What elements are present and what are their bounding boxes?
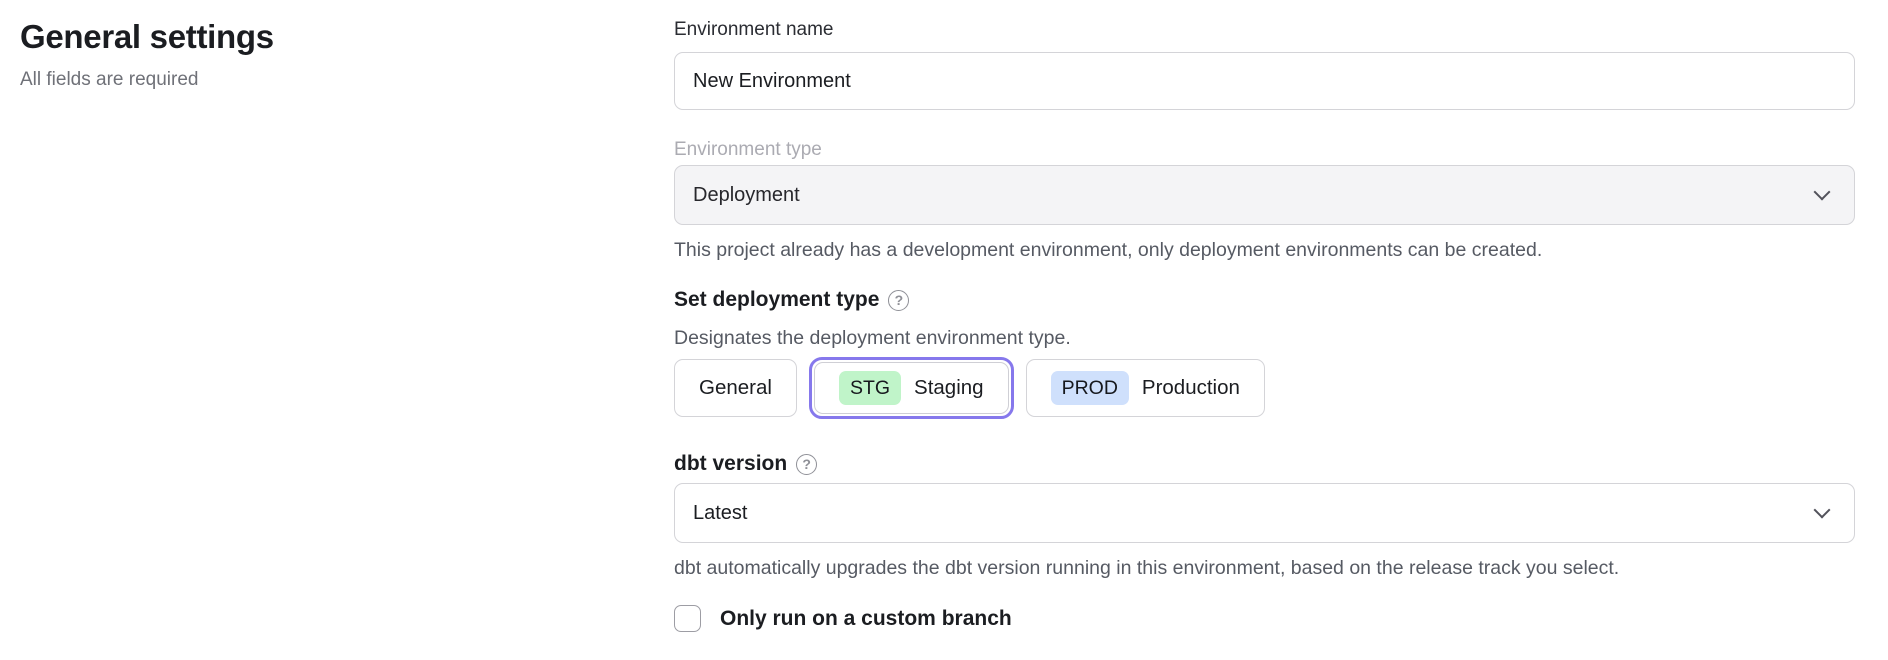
page-subtitle: All fields are required	[20, 69, 640, 91]
environment-type-value: Deployment	[693, 184, 800, 207]
deployment-type-production-button[interactable]: PROD Production	[1026, 359, 1265, 417]
dbt-version-select[interactable]: Latest	[674, 483, 1855, 543]
environment-type-select: Deployment	[674, 165, 1855, 225]
dbt-version-value: Latest	[693, 502, 747, 525]
deployment-type-general-button[interactable]: General	[674, 359, 797, 417]
page-title: General settings	[20, 18, 640, 56]
settings-header: General settings All fields are required	[20, 18, 640, 91]
dbt-version-heading-row: dbt version ?	[674, 449, 1855, 479]
chevron-down-icon	[1814, 184, 1831, 201]
custom-branch-row: Only run on a custom branch	[674, 605, 1855, 632]
deployment-type-heading-row: Set deployment type ?	[674, 285, 1855, 315]
deployment-type-heading: Set deployment type	[674, 285, 879, 315]
staging-badge: STG	[839, 371, 901, 405]
environment-type-label: Environment type	[674, 138, 1855, 162]
deployment-type-description: Designates the deployment environment ty…	[674, 325, 1855, 351]
environment-settings-form: Environment name Environment type Deploy…	[674, 0, 1855, 632]
help-icon[interactable]: ?	[796, 454, 817, 475]
chevron-down-icon	[1814, 502, 1831, 519]
deployment-type-selected-ring: STG Staging	[809, 357, 1014, 419]
deployment-type-options: General STG Staging PROD Production	[674, 355, 1855, 421]
custom-branch-checkbox[interactable]	[674, 605, 701, 632]
dbt-version-help-text: dbt automatically upgrades the dbt versi…	[674, 555, 1855, 581]
environment-type-help-text: This project already has a development e…	[674, 237, 1855, 263]
custom-branch-label: Only run on a custom branch	[720, 607, 1012, 631]
deployment-type-staging-label: Staging	[914, 376, 984, 400]
deployment-type-staging-button[interactable]: STG Staging	[814, 362, 1009, 414]
environment-name-label: Environment name	[674, 18, 1855, 42]
environment-name-input[interactable]	[674, 52, 1855, 110]
deployment-type-production-label: Production	[1142, 376, 1240, 400]
production-badge: PROD	[1051, 371, 1129, 405]
deployment-type-general-label: General	[699, 376, 772, 400]
dbt-version-heading: dbt version	[674, 449, 787, 479]
help-icon[interactable]: ?	[888, 290, 909, 311]
